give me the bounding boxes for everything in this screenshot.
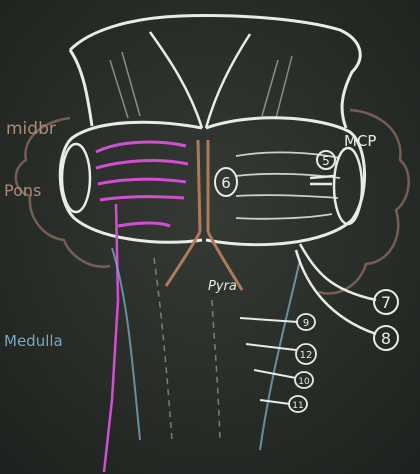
midbrain-label: midbr bbox=[6, 119, 56, 139]
pons-label: Pons bbox=[4, 181, 41, 200]
circle-8-label: 8 bbox=[381, 329, 391, 348]
circle-5-label: 5 bbox=[322, 154, 330, 168]
circle-9-label: 9 bbox=[303, 318, 309, 329]
circle-7-label: 7 bbox=[381, 293, 391, 312]
circle-10-label: 10 bbox=[298, 377, 310, 387]
circle-11-label: 11 bbox=[292, 401, 303, 411]
circle-6-label: 6 bbox=[221, 174, 231, 192]
medulla-label: Medulla bbox=[4, 332, 63, 350]
pyramid-label: Pyra bbox=[208, 279, 237, 294]
circle-12-label: 12 bbox=[300, 350, 313, 361]
mcp-label: MCP bbox=[344, 132, 376, 150]
